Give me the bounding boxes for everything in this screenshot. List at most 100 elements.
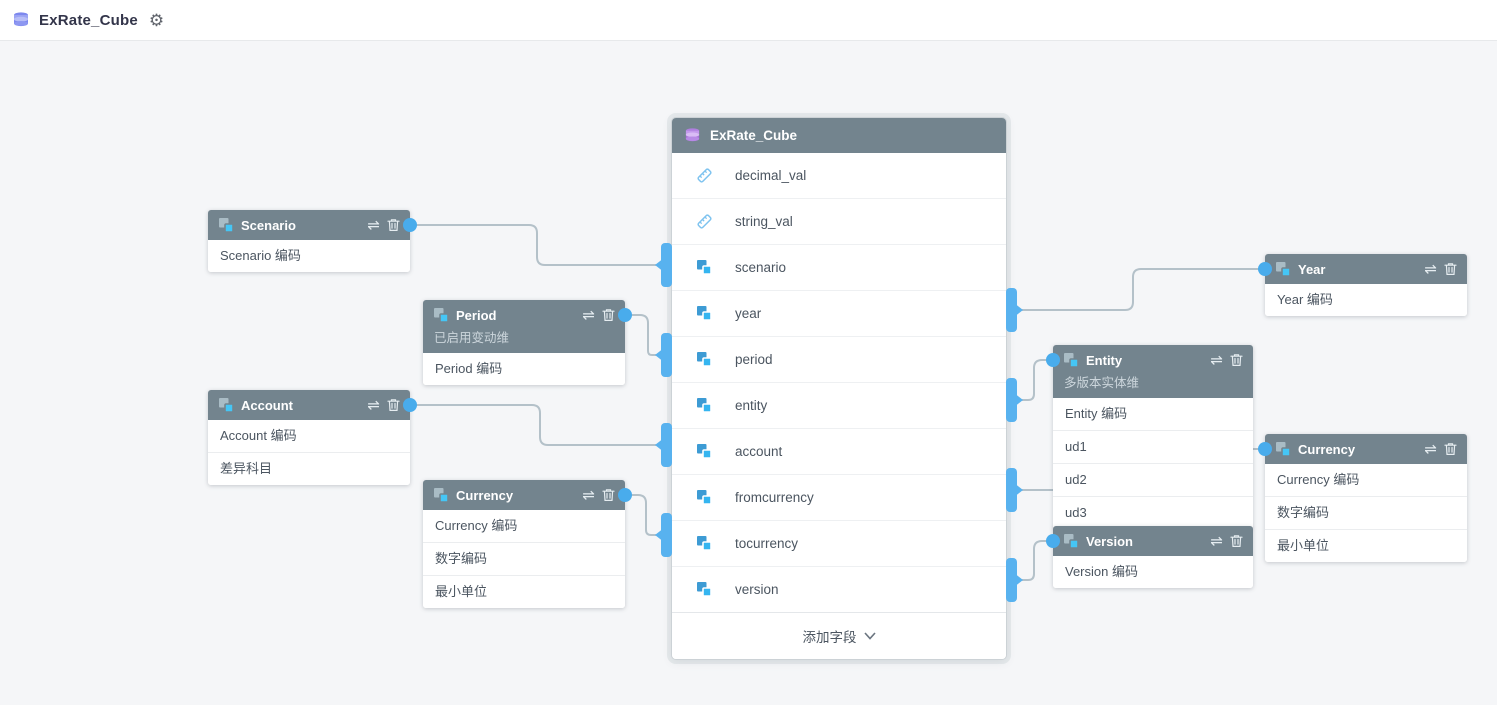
cube-field-label: tocurrency bbox=[735, 536, 799, 551]
dimension-node-scenario[interactable]: Scenario ⇌ Scenario 编码 bbox=[208, 210, 410, 272]
dimension-title: Currency bbox=[1298, 441, 1356, 457]
connection-line-cube-entity-to-entity bbox=[1022, 359, 1050, 401]
dimension-field-row: 数字编码 bbox=[423, 542, 625, 575]
dimension-node-account[interactable]: Account ⇌ Account 编码差异科目 bbox=[208, 390, 410, 485]
delete-icon[interactable] bbox=[1230, 534, 1243, 548]
cube-field-label: decimal_val bbox=[735, 168, 807, 183]
dimension-field-row: Entity 编码 bbox=[1053, 398, 1253, 430]
switch-icon[interactable]: ⇌ bbox=[1424, 260, 1437, 278]
cube-field-row-decimal_val[interactable]: decimal_val bbox=[672, 153, 1006, 198]
dimension-field-row: Currency 编码 bbox=[423, 510, 625, 542]
cube-field-label: entity bbox=[735, 398, 768, 413]
cube-field-row-fromcurrency[interactable]: fromcurrency bbox=[672, 474, 1006, 520]
dimension-node-year[interactable]: Year ⇌ Year 编码 bbox=[1265, 254, 1467, 316]
cube-field-label: fromcurrency bbox=[735, 490, 814, 505]
cube-field-row-tocurrency[interactable]: tocurrency bbox=[672, 520, 1006, 566]
cube-field-label: scenario bbox=[735, 260, 787, 275]
cube-database-icon bbox=[685, 128, 700, 142]
dimension-field-row: Period 编码 bbox=[423, 353, 625, 385]
switch-icon[interactable]: ⇌ bbox=[582, 306, 595, 324]
dimension-node-header[interactable]: Currency ⇌ bbox=[423, 480, 625, 510]
cube-field-label: string_val bbox=[735, 214, 793, 229]
connection-line-currency-left-to-cube-tocurrency bbox=[628, 494, 656, 536]
dimension-icon bbox=[1064, 353, 1079, 368]
dimension-node-period[interactable]: Period ⇌ 已启用变动维 Period 编码 bbox=[423, 300, 625, 385]
dimension-field-row: Currency 编码 bbox=[1265, 464, 1467, 496]
switch-icon[interactable]: ⇌ bbox=[582, 486, 595, 504]
connection-line-period-to-cube-period bbox=[628, 314, 656, 356]
dimension-field-row: Scenario 编码 bbox=[208, 240, 410, 272]
cube-field-row-scenario[interactable]: scenario bbox=[672, 244, 1006, 290]
dimension-icon bbox=[697, 444, 712, 459]
cube-field-row-string_val[interactable]: string_val bbox=[672, 198, 1006, 244]
delete-icon[interactable] bbox=[602, 488, 615, 502]
dimension-title: Scenario bbox=[241, 217, 296, 233]
switch-icon[interactable]: ⇌ bbox=[367, 216, 380, 234]
dimension-icon bbox=[1276, 442, 1291, 457]
connection-line-cube-year-to-year bbox=[1022, 268, 1262, 311]
delete-icon[interactable] bbox=[1444, 442, 1457, 456]
cube-title: ExRate_Cube bbox=[710, 128, 798, 143]
dimension-icon bbox=[697, 490, 712, 505]
dimension-icon bbox=[697, 306, 712, 321]
cube-node[interactable]: ExRate_Cube decimal_val string_val scena… bbox=[672, 118, 1006, 659]
connection-line-scenario-to-cube-scenario bbox=[412, 224, 656, 266]
dimension-field-row: 数字编码 bbox=[1265, 496, 1467, 529]
dimension-node-currency-right[interactable]: Currency ⇌ Currency 编码数字编码最小单位 bbox=[1265, 434, 1467, 562]
dimension-icon bbox=[434, 308, 449, 323]
dimension-title: Year bbox=[1298, 261, 1326, 277]
dimension-title: Account bbox=[241, 397, 293, 413]
cube-field-label: year bbox=[735, 306, 762, 321]
cube-field-row-account[interactable]: account bbox=[672, 428, 1006, 474]
add-field-button[interactable]: 添加字段 bbox=[672, 612, 1006, 659]
dimension-icon bbox=[434, 488, 449, 503]
delete-icon[interactable] bbox=[387, 398, 400, 412]
switch-icon[interactable]: ⇌ bbox=[1424, 440, 1437, 458]
dimension-title: Period bbox=[456, 307, 497, 323]
cube-field-row-entity[interactable]: entity bbox=[672, 382, 1006, 428]
delete-icon[interactable] bbox=[1230, 353, 1243, 367]
dimension-node-currency-left[interactable]: Currency ⇌ Currency 编码数字编码最小单位 bbox=[423, 480, 625, 608]
dimension-icon bbox=[697, 582, 712, 597]
dimension-icon bbox=[219, 398, 234, 413]
app-header: ExRate_Cube ⚙ bbox=[0, 0, 1497, 41]
dimension-subtitle: 已启用变动维 bbox=[434, 331, 510, 345]
delete-icon[interactable] bbox=[602, 308, 615, 322]
dimension-node-header[interactable]: Period ⇌ 已启用变动维 bbox=[423, 300, 625, 353]
dimension-field-row: Account 编码 bbox=[208, 420, 410, 452]
switch-icon[interactable]: ⇌ bbox=[367, 396, 380, 414]
dimension-title: Entity bbox=[1086, 352, 1123, 368]
model-canvas[interactable]: ExRate_Cube decimal_val string_val scena… bbox=[0, 41, 1497, 705]
dimension-node-header[interactable]: Version ⇌ bbox=[1053, 526, 1253, 556]
add-field-label: 添加字段 bbox=[802, 630, 857, 645]
dimension-node-header[interactable]: Currency ⇌ bbox=[1265, 434, 1467, 464]
chevron-down-icon bbox=[863, 632, 876, 640]
delete-icon[interactable] bbox=[1444, 262, 1457, 276]
cube-field-row-year[interactable]: year bbox=[672, 290, 1006, 336]
dimension-icon bbox=[1064, 534, 1079, 549]
cube-field-row-period[interactable]: period bbox=[672, 336, 1006, 382]
gear-icon[interactable]: ⚙ bbox=[148, 10, 165, 30]
dimension-node-header[interactable]: Account ⇌ bbox=[208, 390, 410, 420]
dimension-field-row: ud1 bbox=[1053, 430, 1253, 463]
cube-field-row-version[interactable]: version bbox=[672, 566, 1006, 612]
switch-icon[interactable]: ⇌ bbox=[1210, 351, 1223, 369]
dimension-field-row: 差异科目 bbox=[208, 452, 410, 485]
dimension-field-row: ud3 bbox=[1053, 496, 1253, 529]
delete-icon[interactable] bbox=[387, 218, 400, 232]
app-title: ExRate_Cube bbox=[39, 11, 138, 29]
dimension-node-header[interactable]: Entity ⇌ 多版本实体维 bbox=[1053, 345, 1253, 398]
dimension-icon bbox=[697, 352, 712, 367]
dimension-node-header[interactable]: Scenario ⇌ bbox=[208, 210, 410, 240]
dimension-node-version[interactable]: Version ⇌ Version 编码 bbox=[1053, 526, 1253, 588]
database-icon bbox=[14, 12, 28, 27]
dimension-subtitle: 多版本实体维 bbox=[1064, 376, 1140, 390]
measure-icon bbox=[697, 214, 712, 229]
dimension-field-row: 最小单位 bbox=[423, 575, 625, 608]
switch-icon[interactable]: ⇌ bbox=[1210, 532, 1223, 550]
cube-node-header[interactable]: ExRate_Cube bbox=[672, 118, 1006, 153]
dimension-title: Currency bbox=[456, 487, 514, 503]
dimension-node-header[interactable]: Year ⇌ bbox=[1265, 254, 1467, 284]
dimension-icon bbox=[697, 536, 712, 551]
